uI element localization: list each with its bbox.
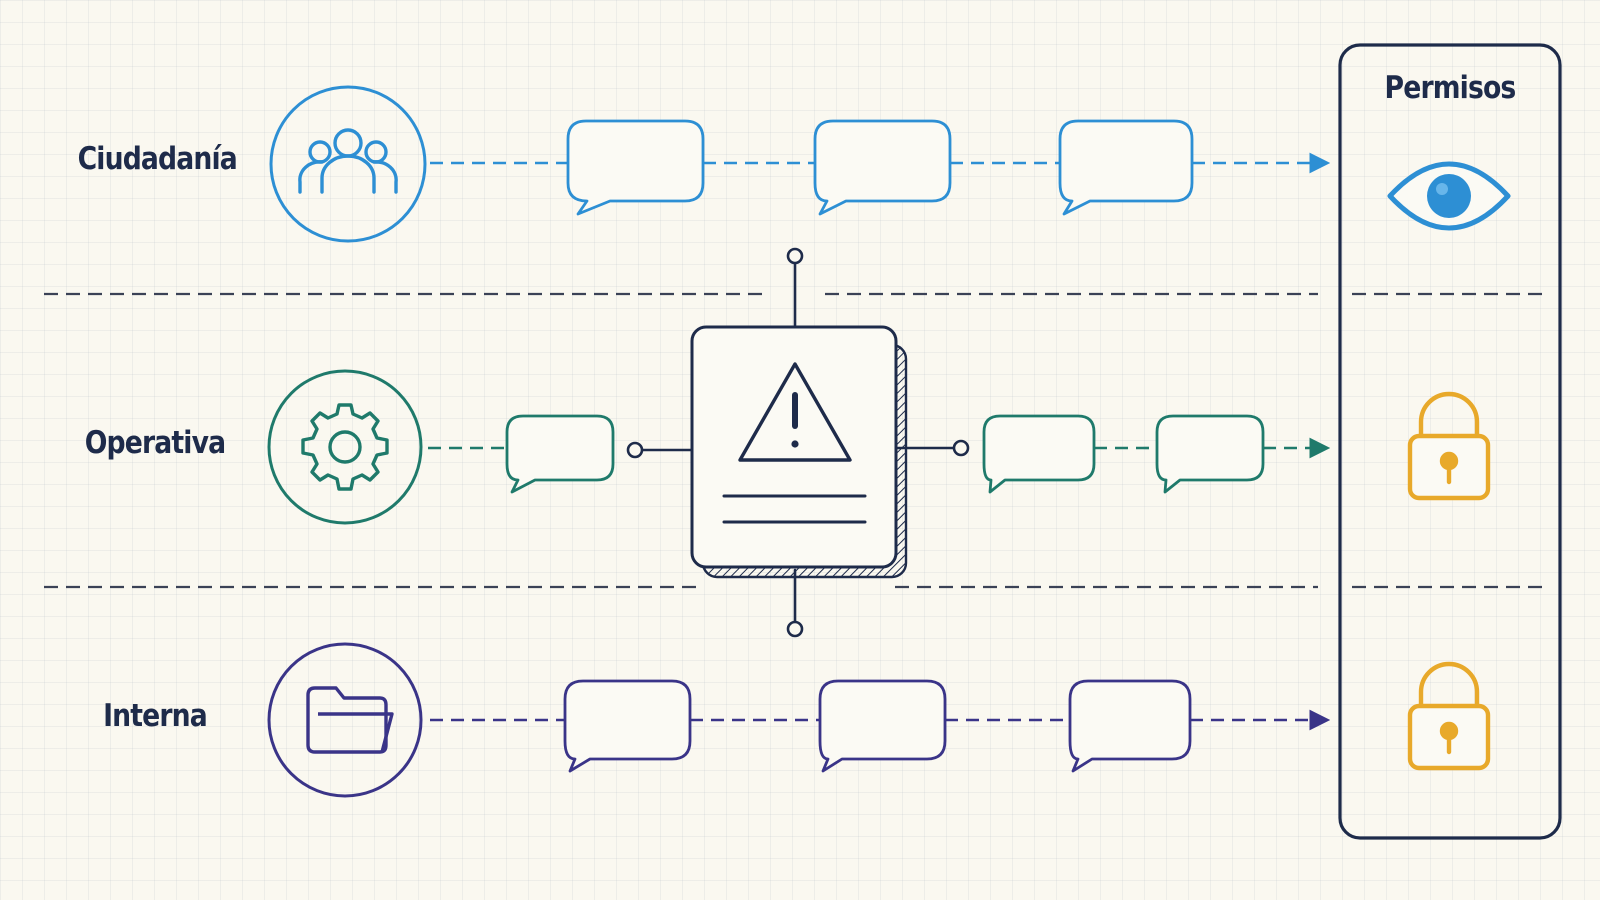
- permissions-panel-title: Permisos: [1384, 70, 1517, 106]
- message-bubble: [818, 679, 947, 773]
- stem-right-terminal: [952, 439, 970, 457]
- alert-document-node: [626, 247, 970, 638]
- lane-interna: [267, 642, 1331, 798]
- people-node: [269, 85, 427, 243]
- panel-frame: [1338, 43, 1562, 840]
- message-bubble: [1058, 119, 1194, 216]
- message-bubble: [1155, 414, 1265, 494]
- lane-ciudadania: [269, 85, 1331, 243]
- padlock-icon: [1407, 661, 1491, 771]
- stem-left-terminal: [626, 441, 644, 459]
- gear-icon: [301, 403, 389, 491]
- padlock-icon: [1407, 391, 1491, 501]
- stem-bottom-terminal: [786, 620, 804, 638]
- lane-separators: [44, 292, 1542, 589]
- lane-label-operativa: Operativa: [84, 425, 226, 461]
- message-bubble: [563, 679, 692, 773]
- folder-icon: [306, 686, 394, 754]
- lane-label-interna: Interna: [103, 698, 208, 734]
- eye-icon: [1387, 161, 1511, 231]
- permissions-panel: [1338, 43, 1562, 840]
- message-bubble: [566, 119, 705, 216]
- stem-top-terminal: [786, 247, 804, 265]
- message-bubble: [1068, 679, 1192, 773]
- warning-icon: [738, 362, 852, 462]
- folder-node: [267, 642, 423, 798]
- people-icon: [298, 128, 398, 194]
- message-bubble: [982, 414, 1096, 494]
- message-bubble: [505, 414, 615, 494]
- message-bubble: [813, 119, 952, 216]
- lane-operativa: [267, 369, 1331, 525]
- lane-label-ciudadania: Ciudadanía: [77, 141, 238, 177]
- gear-node: [267, 369, 423, 525]
